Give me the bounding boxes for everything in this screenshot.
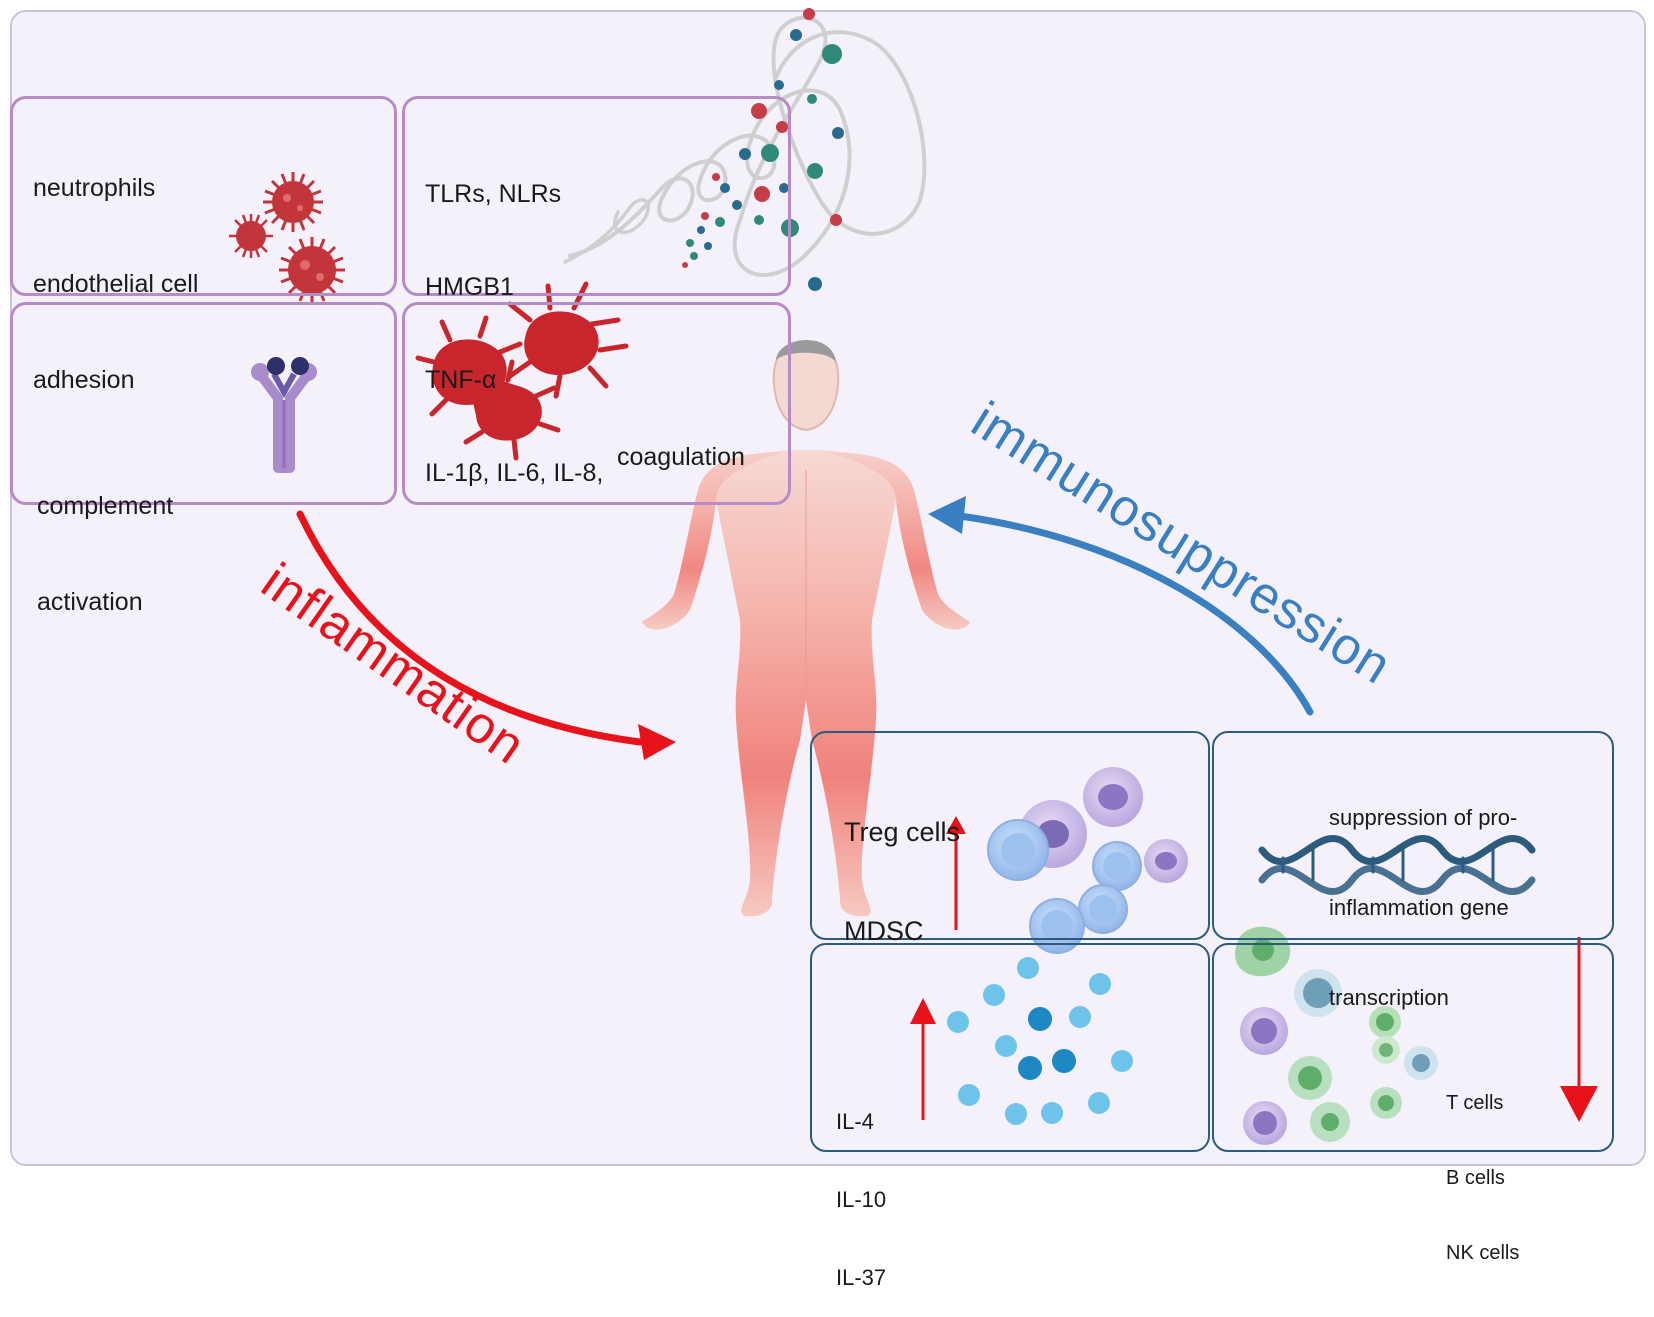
complement-line: complement (37, 492, 174, 520)
suppression-line-2: inflammation gene (1329, 895, 1509, 920)
mdsc-line: MDSC (844, 916, 924, 946)
panel-complement (10, 302, 397, 505)
activation-line: activation (37, 588, 143, 616)
immune-cell-icon (946, 767, 1188, 954)
suppression-text: suppression of pro- inflammation gene tr… (1329, 743, 1517, 1043)
neutrophils-line: neutrophils (33, 174, 156, 202)
illustration-layer: inflammation immunosuppression (229, 8, 1598, 1145)
immunosuppression-arrow (928, 496, 1314, 716)
panel-coagulation (402, 302, 791, 505)
panel-treg (810, 731, 1210, 940)
coagulation-text: coagulation (617, 443, 745, 471)
suppression-line-3: transcription (1329, 985, 1449, 1010)
suppression-line-1: suppression of pro- (1329, 805, 1518, 830)
cytokines-text: IL-4 IL-10 IL-37 (836, 1057, 886, 1317)
neutrophils-text: neutrophils endothelial cell adhesion (33, 108, 198, 428)
human-body-icon (642, 339, 970, 917)
adhesion-line: adhesion (33, 366, 135, 394)
inflammation-arrow (296, 510, 676, 760)
platelet-icon (415, 281, 629, 461)
endothelial-line: endothelial cell (33, 270, 199, 298)
b-cells-line: B cells (1446, 1167, 1505, 1189)
cytokine-storm-icon (563, 8, 927, 291)
panel-receptors (402, 96, 791, 296)
cytokine-dot-icon (910, 957, 1133, 1125)
il37-line: IL-37 (836, 1265, 887, 1290)
treg-text: Treg cells MDSC (844, 750, 960, 981)
lymphocytes-text: T cells B cells NK cells (1446, 1041, 1519, 1291)
t-cells-line: T cells (1446, 1092, 1504, 1114)
panel-cytokines (810, 943, 1210, 1152)
tnf-line: TNF-α (425, 366, 497, 394)
inflammation-label: inflammation (251, 552, 536, 775)
receptors-text: TLRs, NLRs HMGB1 TNF-α IL-1β, IL-6, IL-8… (425, 117, 603, 520)
virus-icon (229, 172, 345, 303)
tlrs-line: TLRs, NLRs (425, 180, 562, 208)
nk-cells-line: NK cells (1446, 1242, 1520, 1264)
interleukins-line: IL-1β, IL-6, IL-8, (425, 459, 604, 487)
complement-text: complement activation (37, 426, 173, 650)
il4-line: IL-4 (836, 1109, 874, 1134)
panel-suppression (1212, 731, 1614, 940)
panel-neutrophils (10, 96, 397, 296)
immunosuppression-label: immunosuppression (962, 391, 1402, 696)
dna-icon (1258, 835, 1536, 895)
antibody-icon (251, 357, 317, 473)
panel-lymphocytes (1212, 943, 1614, 1152)
treg-line: Treg cells (844, 817, 961, 847)
hmgb1-line: HMGB1 (425, 273, 514, 301)
il10-line: IL-10 (836, 1187, 887, 1212)
